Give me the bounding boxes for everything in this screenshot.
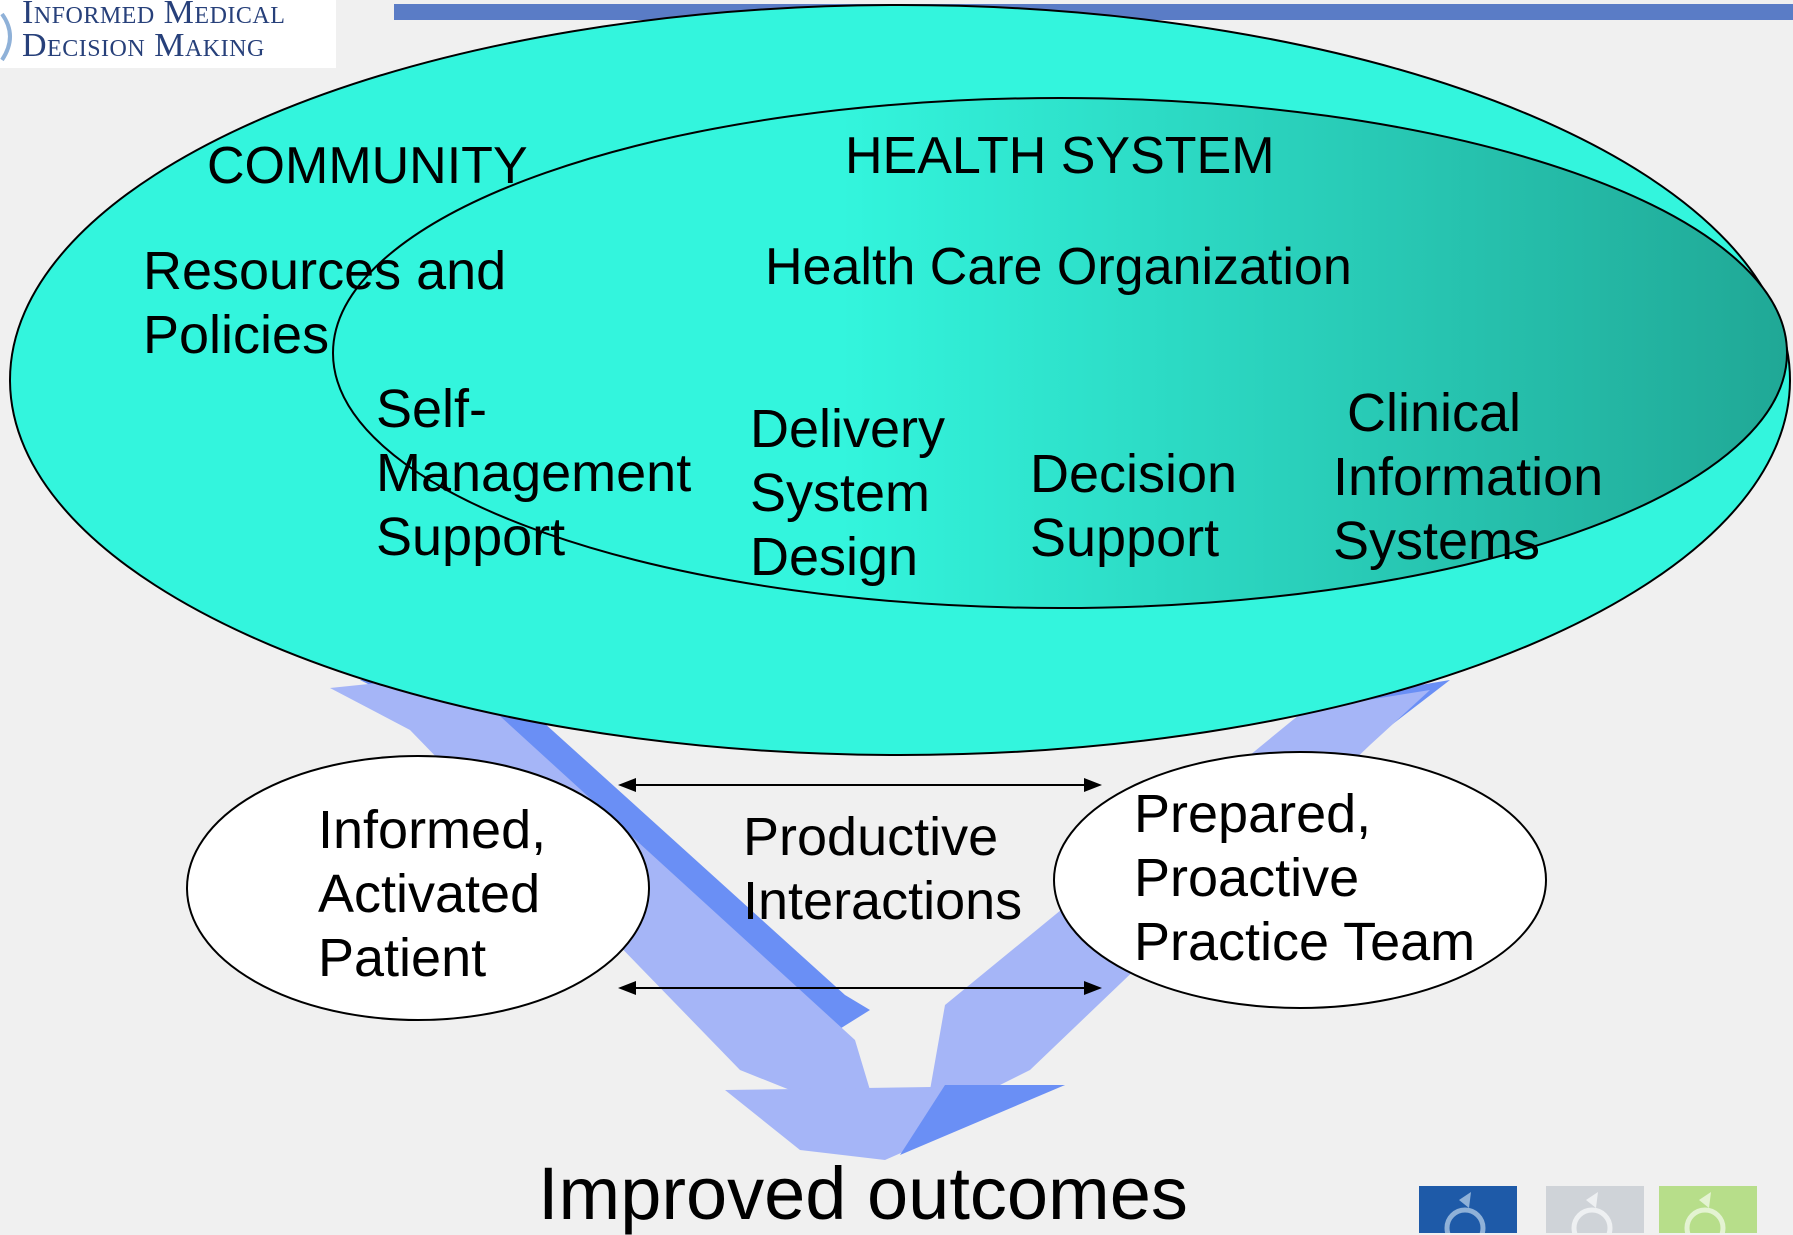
health-system-ellipse [332, 97, 1788, 609]
patient-line-1: Informed, [318, 800, 547, 860]
clinical-line-2: Information [1333, 447, 1604, 507]
logo: Informed Medical Decision Making [0, 0, 336, 68]
patient-line-3: Patient [318, 928, 487, 988]
clinical-line-1: Clinical [1347, 383, 1522, 443]
resources-line-1: Resources and [143, 241, 507, 301]
tile-swirl-icon [1684, 1192, 1726, 1233]
logo-line-2: Decision Making [22, 27, 265, 64]
delivery-line-1: Delivery [750, 399, 946, 459]
self-management-line-3: Support [376, 507, 566, 567]
tile-swirl-icon [1444, 1192, 1486, 1233]
logo-tile-gray [1546, 1186, 1644, 1233]
improved-outcomes: Improved outcomes [538, 1152, 1188, 1235]
health-system-title: HEALTH SYSTEM [845, 127, 1275, 185]
logo-tile-green [1659, 1186, 1757, 1233]
self-management-line-2: Management [376, 443, 692, 503]
interactions-line-2: Interactions [743, 871, 1023, 931]
productive-interactions: Productive Interactions [743, 805, 1022, 933]
team-line-3: Practice Team [1134, 912, 1476, 972]
arrow-head-shadow [900, 1085, 1065, 1155]
clinical-line-3: Systems [1333, 511, 1541, 571]
self-management-support: Self- Management Support [376, 377, 691, 569]
team-line-2: Proactive [1134, 848, 1360, 908]
logo-tile-blue [1419, 1186, 1517, 1233]
delivery-line-2: System [750, 463, 931, 523]
logo-swoosh-icon [0, 12, 12, 62]
clinical-information-systems: Clinical Information Systems [1333, 381, 1603, 573]
delivery-line-3: Design [750, 527, 919, 587]
decision-line-1: Decision [1030, 444, 1238, 504]
patient-ellipse [186, 755, 650, 1021]
team-label: Prepared, Proactive Practice Team [1134, 782, 1475, 974]
resources-policies: Resources and Policies [143, 239, 506, 367]
delivery-system-design: Delivery System Design [750, 397, 945, 589]
patient-line-2: Activated [318, 864, 541, 924]
patient-label: Informed, Activated Patient [318, 798, 546, 990]
decision-line-2: Support [1030, 508, 1220, 568]
interaction-arrows [618, 778, 1102, 995]
decision-support: Decision Support [1030, 442, 1237, 570]
team-ellipse [1053, 751, 1547, 1009]
self-management-line-1: Self- [376, 379, 488, 439]
logo-line-1: Informed Medical [22, 0, 286, 31]
resources-line-2: Policies [143, 305, 330, 365]
community-title: COMMUNITY [207, 137, 528, 195]
interactions-line-1: Productive [743, 807, 999, 867]
tile-swirl-icon [1571, 1192, 1613, 1233]
health-care-organization: Health Care Organization [765, 238, 1352, 296]
team-line-1: Prepared, [1134, 784, 1372, 844]
